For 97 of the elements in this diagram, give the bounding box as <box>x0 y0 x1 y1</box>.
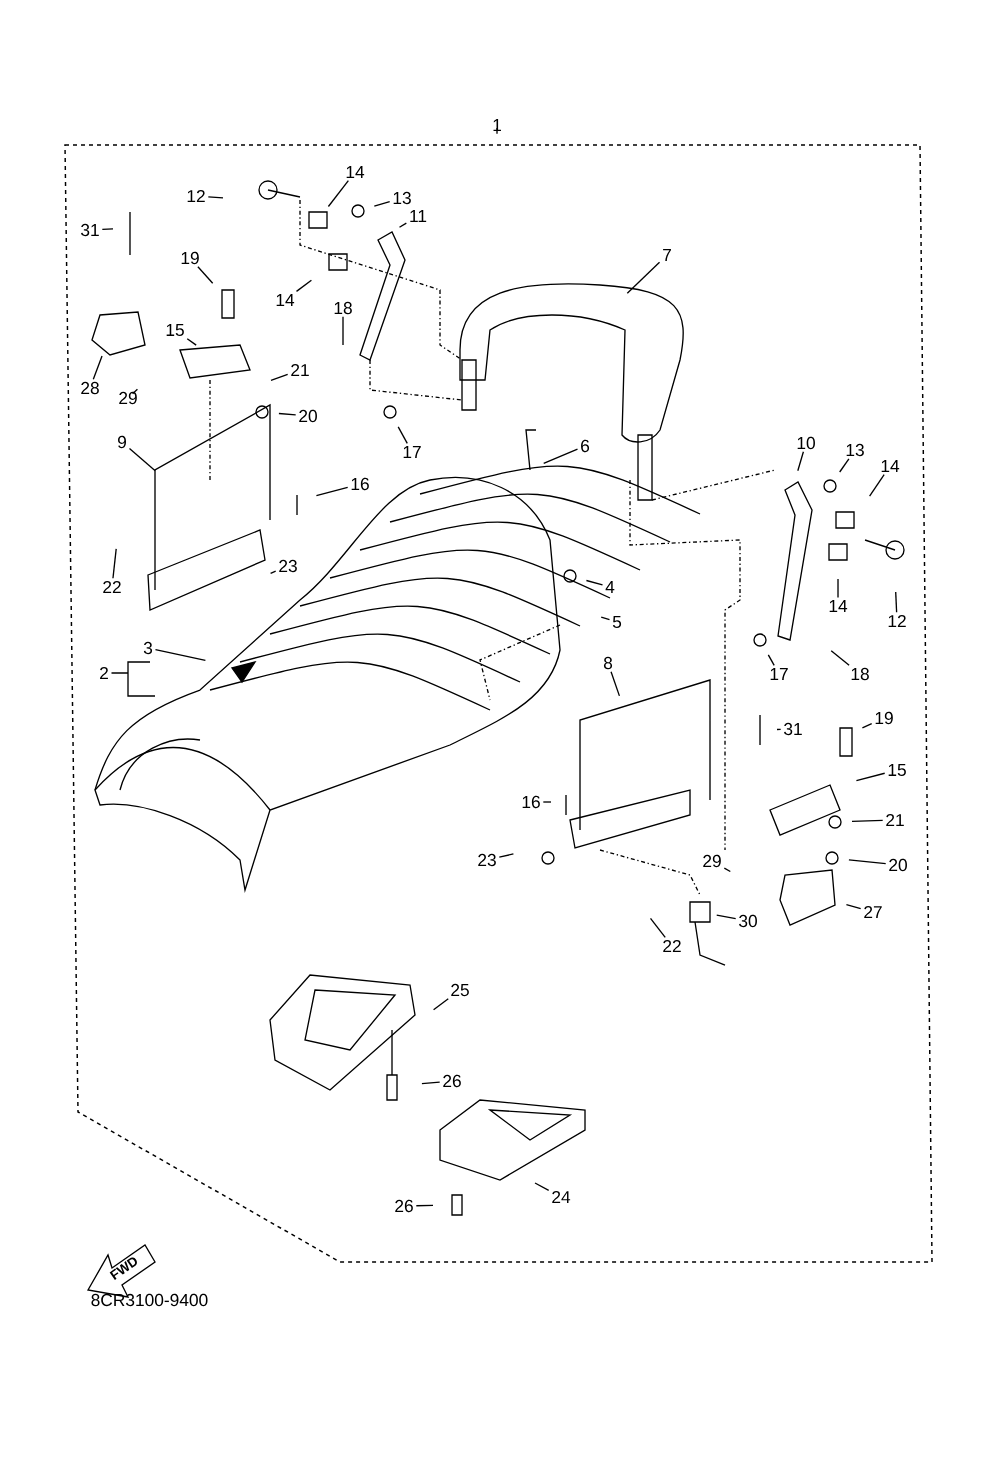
callout-number: 23 <box>279 559 297 573</box>
leader-line <box>295 279 313 293</box>
leader-line <box>534 1182 550 1192</box>
leader-line <box>92 355 103 380</box>
leader-line <box>154 648 207 662</box>
callout-number: 18 <box>851 667 869 681</box>
callout-number: 3 <box>143 641 153 655</box>
leader-line <box>797 451 805 472</box>
leader-line <box>131 388 139 395</box>
leader-line <box>207 196 224 199</box>
leader-line <box>342 316 344 346</box>
leader-line <box>101 228 114 231</box>
leader-line <box>128 447 156 472</box>
callout-number: 31 <box>81 223 99 237</box>
callout-number: 29 <box>703 854 721 868</box>
leader-line <box>716 914 737 920</box>
leader-line <box>776 728 782 731</box>
leader-line <box>197 266 214 284</box>
leader-line <box>415 1204 434 1207</box>
leader-line <box>839 458 850 473</box>
leader-line <box>432 998 449 1011</box>
callout-number: 24 <box>552 1190 571 1204</box>
callout-number: 28 <box>81 381 99 395</box>
callout-number: 9 <box>118 435 126 449</box>
callout-number: 12 <box>888 614 906 628</box>
leader-line <box>610 671 621 697</box>
callout-number: 22 <box>663 939 681 953</box>
callout-number: 16 <box>351 477 369 491</box>
leader-line <box>723 867 731 873</box>
callout-number: 31 <box>784 722 802 736</box>
callout-number: 21 <box>886 813 904 827</box>
leader-line <box>496 127 498 135</box>
callout-number: 26 <box>443 1074 461 1088</box>
callout-number: 26 <box>395 1199 413 1213</box>
leader-line <box>421 1081 441 1085</box>
leader-line <box>270 373 289 381</box>
callout-number: 7 <box>663 249 671 261</box>
callout-number: 14 <box>276 294 295 306</box>
callout-number: 6 <box>581 439 590 453</box>
callout-number: 11 <box>410 210 427 222</box>
leader-line <box>868 473 885 497</box>
callout-number: 25 <box>451 983 469 997</box>
callout-number: 1 <box>493 119 501 131</box>
leader-line <box>895 591 898 613</box>
callout-number: 2 <box>100 666 108 680</box>
leader-line <box>397 426 408 445</box>
callout-number: 10 <box>797 436 815 450</box>
leader-line <box>855 772 886 782</box>
callout-number: 20 <box>299 409 317 423</box>
callout-number: 14 <box>346 166 365 178</box>
leader-line <box>830 650 850 666</box>
callout-number: 14 <box>881 460 900 472</box>
leader-line <box>851 819 884 823</box>
leader-line <box>848 859 887 865</box>
callout-number: 8 <box>603 656 613 670</box>
callout-number: 20 <box>889 858 907 872</box>
callout-number: 12 <box>187 189 205 203</box>
leader-line <box>845 903 862 910</box>
leader-line <box>861 722 873 729</box>
callout-number: 21 <box>291 363 309 377</box>
leader-line <box>278 412 297 416</box>
leader-line <box>542 801 552 803</box>
callout-number: 29 <box>119 391 137 405</box>
callout-number: 17 <box>403 446 421 458</box>
leader-line <box>315 486 349 497</box>
callout-number: 19 <box>875 711 893 725</box>
leader-line <box>398 222 407 228</box>
leader-line <box>112 548 117 579</box>
leader-line <box>600 616 611 621</box>
leader-line <box>649 917 666 938</box>
leader-line <box>110 661 156 697</box>
leader-line <box>626 261 661 294</box>
callout-number: 27 <box>864 905 882 919</box>
leader-line <box>327 179 349 208</box>
leader-line <box>269 570 277 575</box>
callout-number: 23 <box>478 853 496 867</box>
callout-number: 30 <box>739 914 757 928</box>
callout-number: 15 <box>888 763 906 777</box>
callout-number: 5 <box>612 615 622 629</box>
callout-number: 13 <box>393 191 411 205</box>
part-code: 8CR3100-9400 <box>91 1293 208 1307</box>
leader-line <box>585 579 604 586</box>
callout-number: 13 <box>846 443 864 457</box>
callout-number: 15 <box>166 323 184 337</box>
leader-line <box>373 200 391 207</box>
callout-number: 22 <box>103 580 121 594</box>
callout-number: 4 <box>605 581 615 593</box>
leader-line <box>186 338 197 346</box>
leader-line <box>498 853 515 858</box>
leader-line <box>837 578 839 599</box>
leader-line <box>767 654 775 667</box>
leader-line <box>543 448 579 465</box>
callout-number: 14 <box>829 600 848 612</box>
callout-number: 19 <box>181 251 199 265</box>
callout-number: 16 <box>522 795 540 809</box>
callout-number: 18 <box>334 301 352 315</box>
callout-number: 17 <box>770 668 788 680</box>
